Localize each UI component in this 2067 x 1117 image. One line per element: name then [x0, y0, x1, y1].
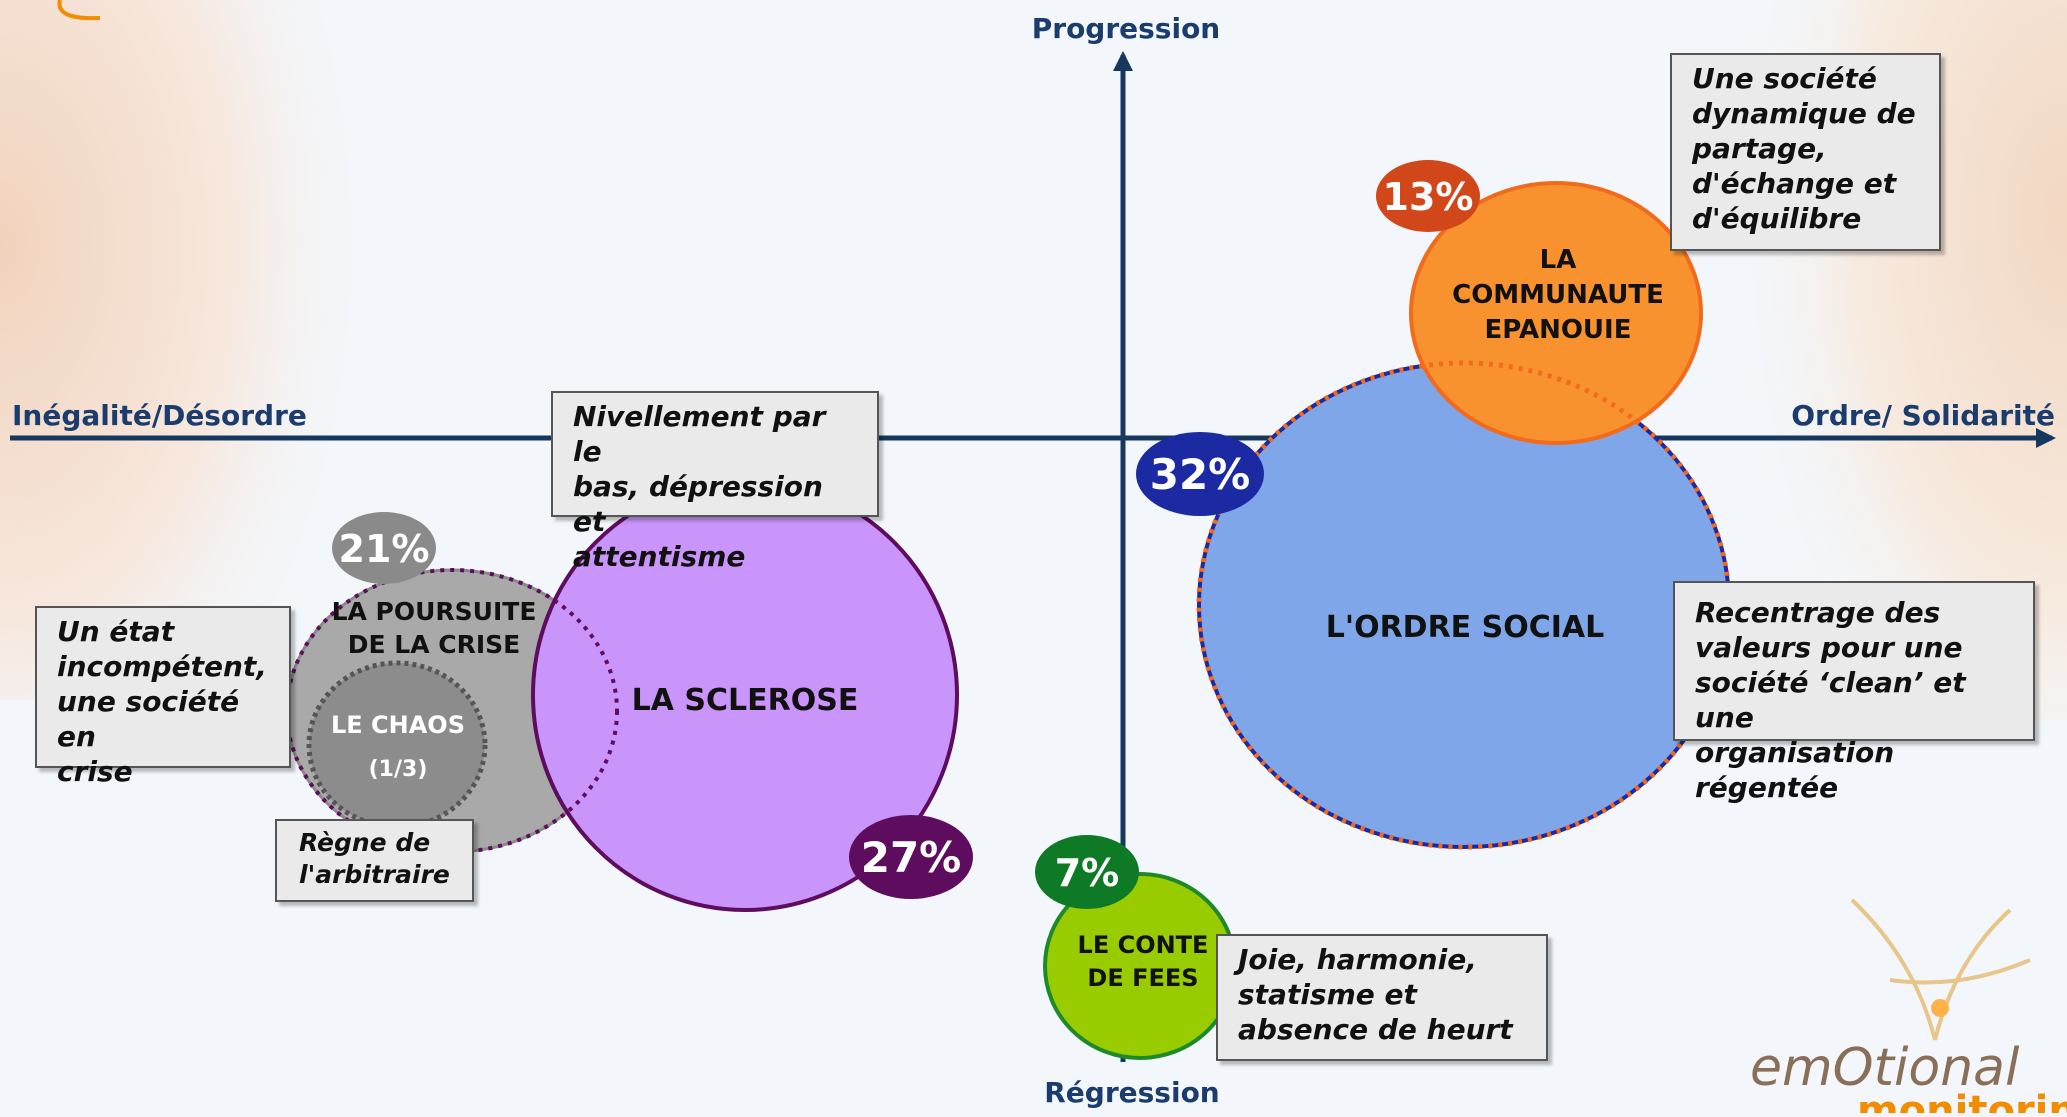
corner-swoosh: [57, 0, 101, 21]
axis-label-left: Inégalité/Désordre: [12, 399, 307, 432]
badge-sclerose: [849, 815, 973, 899]
logo-star-ray-2: [1933, 908, 2012, 1041]
percent-ordre: 32%: [1150, 450, 1251, 499]
logo-star-core: [1931, 999, 1949, 1017]
logo-star-ray-1: [1850, 898, 1937, 1041]
axis-label-top: Progression: [1032, 12, 1221, 45]
note-chaos: Règne de l'arbitraire: [275, 819, 474, 902]
logo-star-ray-3: [1889, 958, 2031, 985]
label-le-chaos: LE CHAOS: [331, 711, 465, 739]
label-la-sclerose: LA SCLEROSE: [632, 683, 859, 718]
axis-label-right: Ordre/ Solidarité: [1791, 399, 2055, 432]
note-poursuite: Un état incompétent, une société en cris…: [35, 606, 291, 788]
label-line: LE CONTE: [1078, 931, 1209, 959]
logo-text-emotional: emOtional: [1750, 1038, 2020, 1098]
percent-conte: 7%: [1055, 851, 1120, 895]
label-line: DE LA CRISE: [348, 630, 521, 659]
label-le-chaos-ratio: (1/3): [369, 757, 428, 782]
note-sclerose: Nivellement par le bas, dépression et at…: [551, 391, 879, 573]
label-line: DE FEES: [1087, 964, 1198, 992]
label-line: LA: [1540, 245, 1577, 275]
label-line: COMMUNAUTE: [1452, 280, 1664, 310]
circle-le-chaos: [306, 660, 488, 830]
label-communaute-epanouie: LA COMMUNAUTE EPANOUIE: [1452, 245, 1664, 345]
note-communaute: Une société dynamique de partage, d'écha…: [1670, 53, 1941, 251]
note-ordre: Recentrage des valeurs pour une société …: [1673, 581, 2035, 804]
label-poursuite-de-la-crise: LA POURSUITE DE LA CRISE: [332, 597, 537, 659]
circle-ordre-social: [1197, 361, 1731, 849]
logo-emotional-monitoring: emOtional monitoring: [1750, 898, 2067, 1117]
label-ordre-social: L'ORDRE SOCIAL: [1326, 610, 1604, 645]
badge-poursuite: [332, 512, 436, 584]
note-conte: Joie, harmonie, statisme et absence de h…: [1216, 934, 1548, 1061]
badge-communaute: [1376, 160, 1480, 232]
label-line: EPANOUIE: [1485, 315, 1632, 345]
background-face-left: [0, 0, 430, 700]
circle-communaute-epanouie: [1409, 181, 1703, 445]
percent-communaute: 13%: [1383, 175, 1474, 219]
badge-conte: [1035, 835, 1139, 909]
label-conte-de-fees: LE CONTE DE FEES: [1078, 931, 1209, 992]
axis-label-bottom: Régression: [1044, 1076, 1220, 1109]
percent-poursuite: 21%: [339, 527, 430, 571]
logo-text-monitoring: monitoring: [1857, 1088, 2067, 1113]
percent-sclerose: 27%: [861, 833, 962, 882]
label-line: LA POURSUITE: [332, 597, 537, 626]
badge-ordre: [1136, 432, 1264, 516]
